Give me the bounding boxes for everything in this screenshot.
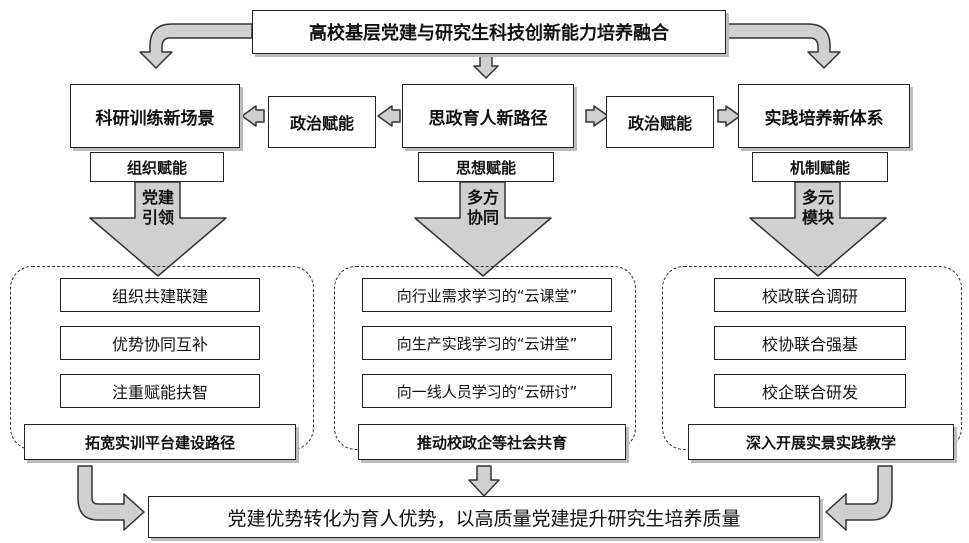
item-center-3: 向一线人员学习的“云研讨” (362, 374, 612, 408)
arrow-label-left-line1: 党建 (141, 188, 174, 207)
item-right-3: 校企联合研发 (714, 374, 906, 408)
footer-right: 深入开展实景实践教学 (688, 424, 954, 460)
arrow-right-connector-1 (585, 105, 609, 127)
footer-left: 拓宽实训平台建设路径 (24, 424, 296, 460)
big-arrow-center (414, 181, 552, 277)
arrow-label-right: 多元 模块 (788, 188, 848, 228)
top-title: 高校基层党建与研究生科技创新能力培养融合 (252, 10, 726, 54)
arrow-left-connector-2 (377, 105, 401, 127)
heading-left: 科研训练新场景 (70, 84, 240, 148)
arrow-label-left: 党建 引领 (128, 188, 188, 228)
footer-center: 推动校政企等社会共育 (358, 424, 626, 460)
conclusion: 党建优势转化为育人优势，以高质量党建提升研究生培养质量 (148, 496, 820, 538)
tag-right: 机制赋能 (752, 152, 888, 182)
arrow-left-connector-1 (241, 105, 265, 127)
connector-right: 政治赋能 (606, 96, 714, 148)
item-right-2: 校协联合强基 (714, 326, 906, 360)
arrow-label-left-line2: 引领 (141, 208, 174, 227)
tag-left: 组织赋能 (90, 152, 224, 182)
curved-arrow-top-right (727, 23, 841, 69)
arrow-label-right-line1: 多元 (801, 188, 834, 207)
arrow-bottom-center (468, 465, 500, 497)
arrow-top-center (473, 55, 499, 79)
curved-arrow-bottom-right (825, 465, 893, 531)
arrow-label-right-line2: 模块 (801, 208, 834, 227)
big-arrow-left (89, 181, 227, 277)
heading-center: 思政育人新路径 (402, 84, 574, 148)
item-left-3: 注重赋能扶智 (60, 374, 260, 408)
item-center-2: 向生产实践学习的“云讲堂” (362, 326, 612, 360)
curved-arrow-bottom-left (77, 465, 145, 531)
connector-left: 政治赋能 (268, 96, 376, 148)
arrow-label-center: 多方 协同 (453, 188, 513, 228)
big-arrow-right (749, 181, 887, 277)
item-right-1: 校政联合调研 (714, 278, 906, 312)
item-left-2: 优势协同互补 (60, 326, 260, 360)
tag-center: 思想赋能 (418, 152, 554, 182)
item-left-1: 组织共建联建 (60, 278, 260, 312)
curved-arrow-top-left (139, 23, 253, 69)
item-center-1: 向行业需求学习的“云课堂” (362, 278, 612, 312)
arrow-label-center-line2: 协同 (466, 208, 499, 227)
arrow-right-connector-2 (717, 105, 741, 127)
heading-right: 实践培养新体系 (738, 84, 910, 148)
arrow-label-center-line1: 多方 (466, 188, 499, 207)
